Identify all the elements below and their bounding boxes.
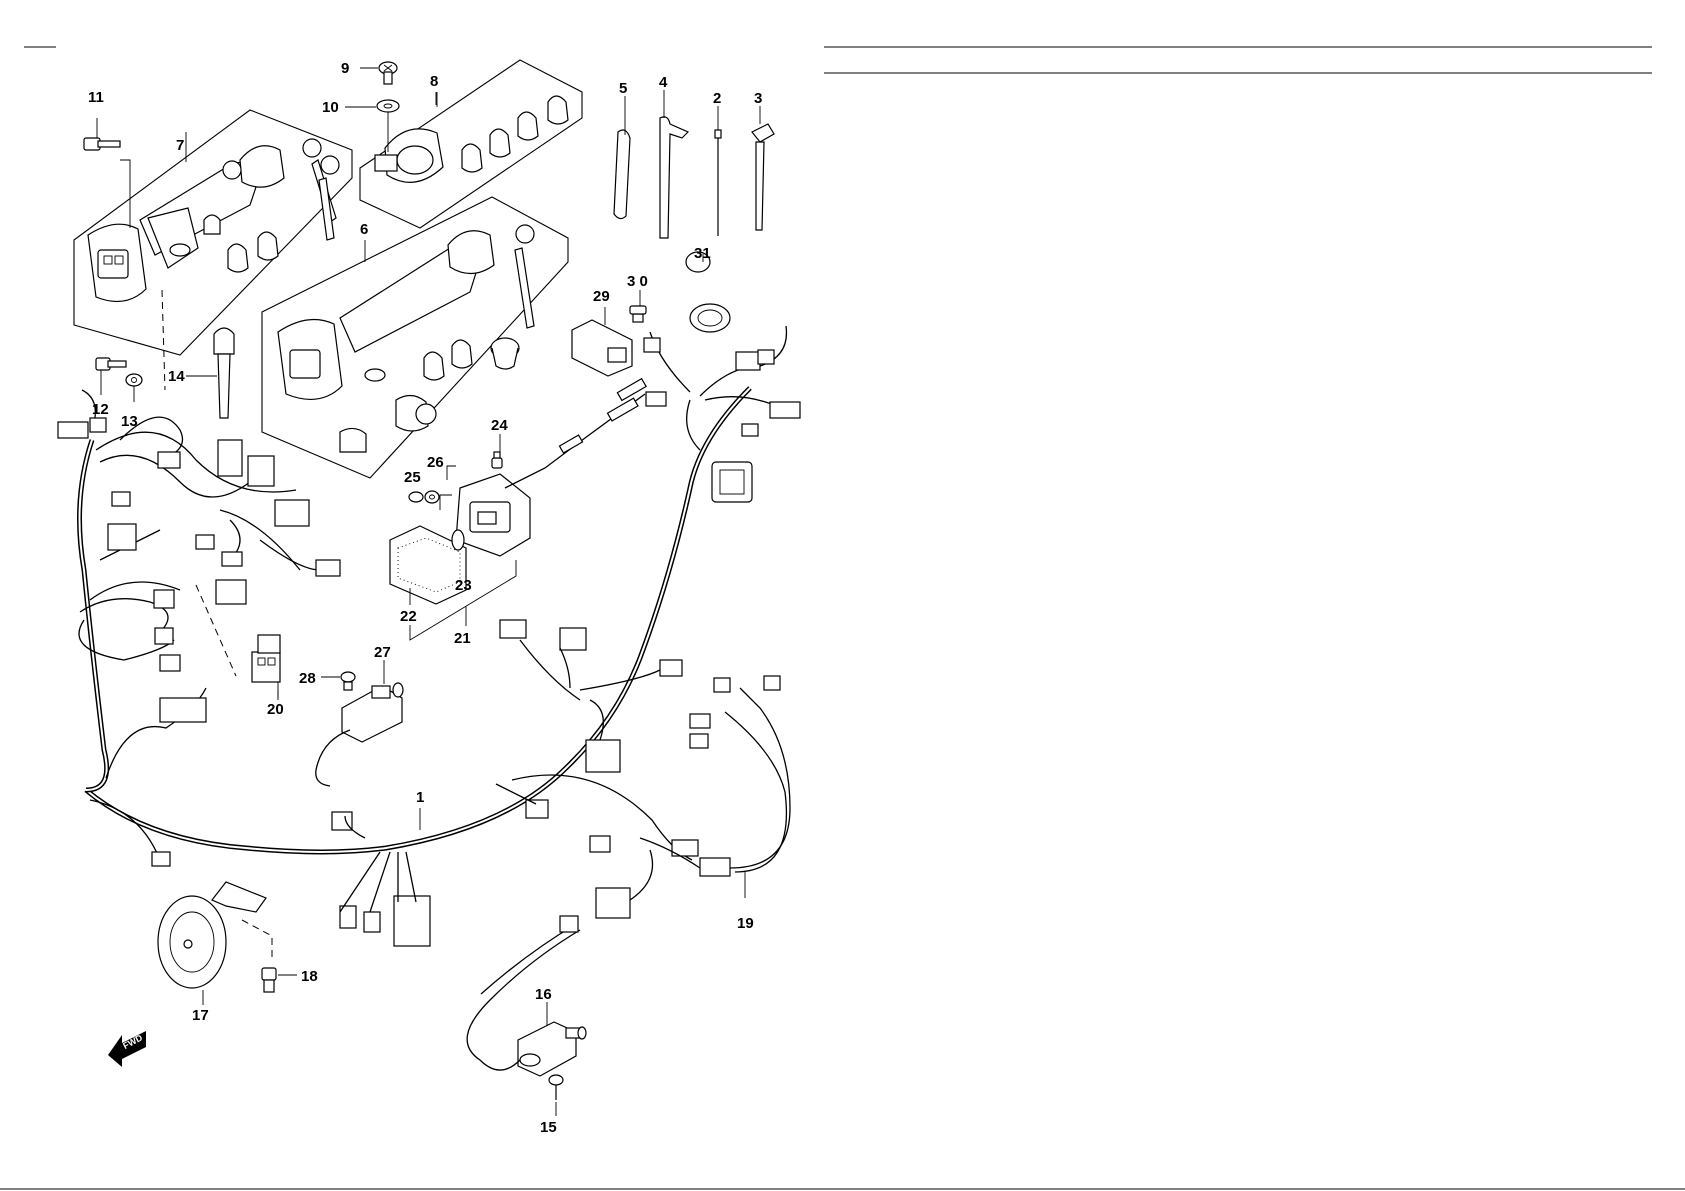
- callout-14: 14: [168, 368, 185, 385]
- forward-direction-arrow: FWD: [108, 1031, 146, 1067]
- callout-15: 15: [540, 1119, 557, 1136]
- callout-9: 9: [341, 60, 349, 77]
- callout-20: 20: [267, 701, 284, 718]
- callout-3: 3: [754, 90, 762, 107]
- callout-18: 18: [301, 968, 318, 985]
- callout-6: 6: [360, 221, 368, 238]
- callout-8: 8: [430, 73, 438, 90]
- callout-26: 26: [427, 454, 444, 471]
- page-rules: [0, 47, 1685, 1189]
- callout-21: 21: [454, 630, 471, 647]
- callout-7: 7: [176, 137, 184, 154]
- callout-25: 25: [404, 469, 421, 486]
- callout-30: 3 0: [627, 273, 648, 290]
- callout-27: 27: [374, 644, 391, 661]
- callout-31: 31: [694, 245, 711, 262]
- horn-17-bolt-18: [158, 882, 297, 1005]
- callout-4: 4: [659, 74, 668, 91]
- lock-set-8: [360, 60, 582, 228]
- callout-16: 16: [535, 986, 552, 1003]
- callout-19: 19: [737, 915, 754, 932]
- callout-11: 11: [88, 89, 104, 106]
- callout-23: 23: [455, 577, 472, 594]
- callout-24: 24: [491, 417, 508, 434]
- callout-13: 13: [121, 413, 138, 430]
- callout-12: 12: [92, 401, 109, 418]
- callout-5: 5: [619, 80, 627, 97]
- bracket-29-bolt-30-cap-31: [572, 252, 730, 376]
- callout-2: 2: [713, 90, 721, 107]
- switch-16-screw-15: [467, 916, 586, 1116]
- clamps-5-4-2-3: [614, 90, 774, 238]
- callout-10: 10: [322, 99, 339, 116]
- ignition-switch-set-6: [262, 197, 568, 478]
- callout-28: 28: [299, 670, 316, 687]
- switch-27-screw-28: [316, 660, 403, 786]
- callout-17: 17: [192, 1007, 209, 1024]
- callout-29: 29: [593, 288, 610, 305]
- callout-22: 22: [400, 608, 417, 625]
- callout-1: 1: [416, 789, 424, 806]
